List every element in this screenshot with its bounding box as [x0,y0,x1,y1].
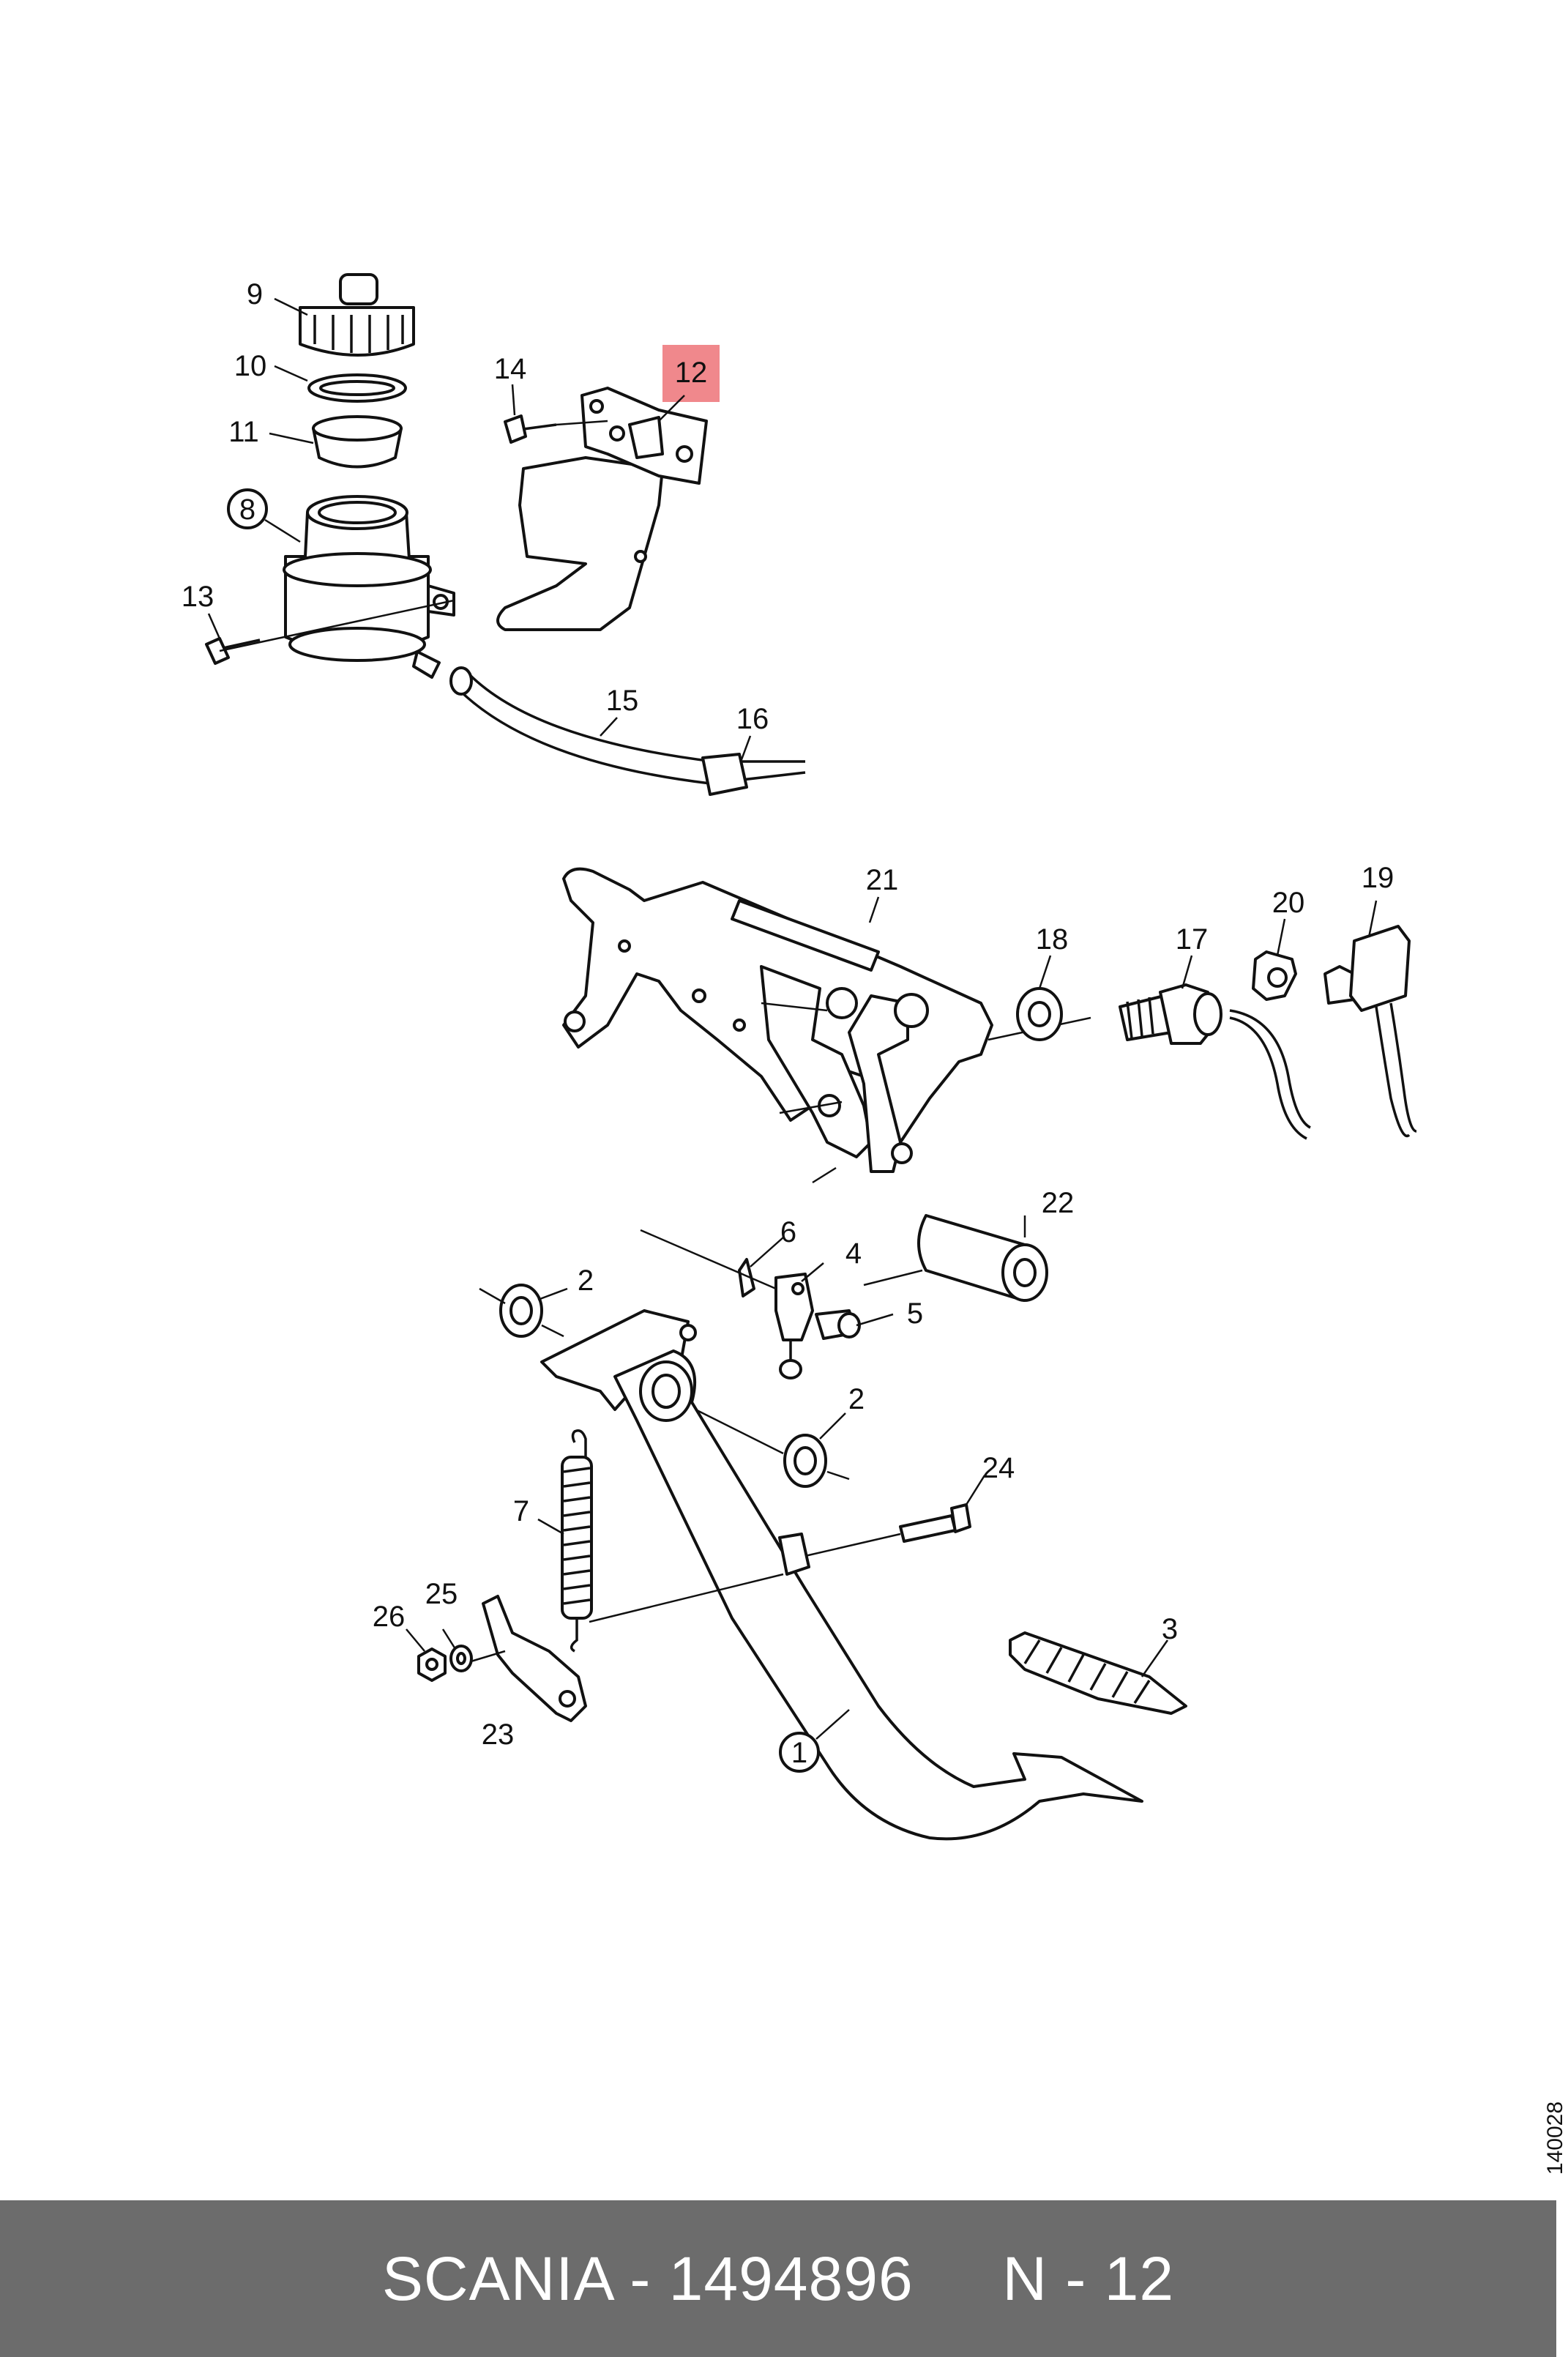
callout-13: 13 [182,581,214,613]
callout-22: 22 [1042,1187,1075,1219]
callout-2-lower: 2 [848,1383,865,1415]
spacer-18 [1016,987,1063,1041]
lock-pin-6 [640,1229,777,1297]
callout-4: 4 [845,1237,862,1270]
spring-bracket-23 [468,1595,587,1722]
callouts: 9 10 11 8 13 14 12 15 16 21 18 17 20 19 … [182,278,1395,1769]
stop-light-switch-17 [1119,983,1311,1140]
reservoir-cap [299,273,415,357]
callout-11: 11 [228,416,259,448]
screw-14 [504,414,608,444]
pedal-arm-1 [540,1309,1143,1841]
callout-circle-1 [779,1732,820,1773]
bushing-2-upper [479,1284,564,1338]
clip-20 [1252,950,1297,1001]
callout-19: 19 [1362,862,1395,894]
callout-2-upper: 2 [578,1265,594,1297]
mounting-bracket [496,387,708,631]
callout-21: 21 [866,864,899,896]
figure-code: 140028 [1543,2101,1567,2175]
callout-7: 7 [513,1495,529,1527]
washer-25 [449,1645,473,1672]
return-spring-7 [561,1429,784,1653]
callout-8: 8 [239,494,255,526]
callout-17: 17 [1176,923,1209,956]
callout-9: 9 [247,278,263,310]
highlight-box [662,345,720,402]
fluid-reservoir [283,495,455,679]
bolt-24 [804,1503,971,1557]
switch-19 [1324,925,1417,1138]
bushing-2-lower [695,1408,850,1488]
callout-3: 3 [1162,1613,1178,1645]
fork-4 [774,1273,814,1379]
callout-leaders [207,297,1378,1740]
callout-5: 5 [907,1297,923,1330]
pin-5 [815,1309,861,1340]
parts-diagram: 9 10 11 8 13 14 12 15 16 21 18 17 20 19 … [182,273,1417,1841]
footer-text: SCANIA - 1494896 N - 12 [381,2244,1175,2313]
callout-18: 18 [1036,923,1069,956]
pedal-bracket-21 [562,867,1091,1173]
callout-25: 25 [425,1578,458,1610]
callout-14: 14 [494,353,527,385]
pedal-pad-3 [1009,1631,1187,1715]
callout-circle-8 [227,488,268,529]
callout-12: 12 [675,357,708,389]
screw-13 [205,599,455,665]
callout-23: 23 [482,1719,515,1751]
callout-15: 15 [606,685,639,717]
sleeve-22 [863,1214,1048,1302]
callout-1: 1 [791,1737,807,1769]
hose-clamp-16 [701,753,748,796]
reservoir-filter [312,415,403,469]
callout-10: 10 [234,350,267,382]
callout-20: 20 [1272,887,1305,919]
nut-26 [417,1647,447,1682]
footer-bar: SCANIA - 1494896 N - 12 [0,2200,1556,2357]
callout-16: 16 [736,703,769,735]
hose-15 [449,666,806,785]
callout-24: 24 [982,1452,1015,1484]
callout-6: 6 [780,1216,796,1248]
reservoir-seal-inner [319,380,395,396]
callout-26: 26 [373,1601,406,1633]
